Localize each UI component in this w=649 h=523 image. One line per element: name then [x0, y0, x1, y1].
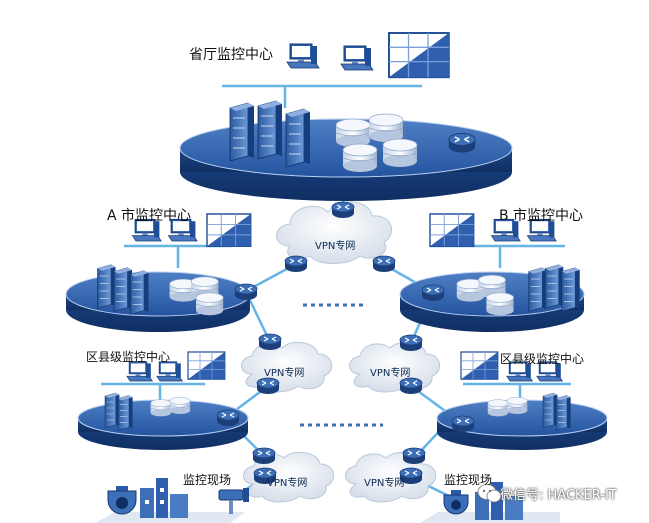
link-county-a-monitors — [101, 382, 205, 402]
bullet-camera-icon — [218, 488, 249, 514]
vpn-cloud-label-top: VPN专网 — [315, 241, 356, 252]
vpn-cloud-icon — [243, 451, 335, 503]
router-icon — [399, 334, 423, 352]
video-wall-icon — [429, 213, 475, 248]
router-icon — [284, 255, 308, 273]
router-icon — [421, 284, 445, 302]
router-icon — [258, 333, 282, 351]
province-monitors — [286, 32, 450, 79]
site-left — [95, 478, 249, 523]
city-b-center-label: B 市监控中心 — [499, 208, 584, 224]
city-a-center-label: A 市监控中心 — [107, 208, 192, 224]
county-right-label: 区县级监控中心 — [500, 352, 585, 366]
watermark-text: 微信号: HACKER-IT — [500, 488, 617, 503]
link-city-a-monitors — [124, 244, 232, 268]
county-right-platform — [436, 392, 608, 450]
router-icon — [252, 447, 276, 465]
site-right-label: 监控现场 — [444, 473, 493, 487]
site-left-label: 监控现场 — [183, 473, 232, 487]
router-icon — [372, 255, 396, 273]
vpn-cloud-label-mid-right: VPN专网 — [370, 368, 411, 379]
workstation-icon — [286, 43, 320, 69]
router-icon — [331, 201, 355, 219]
province-center-label: 省厅监控中心 — [189, 47, 273, 63]
vpn-cloud-label-bottom-left: VPN专网 — [267, 478, 308, 489]
video-wall-icon — [187, 351, 226, 380]
vpn-cloud-label-mid-left: VPN专网 — [264, 368, 305, 379]
wechat-logo-icon — [477, 484, 502, 503]
dome-camera-icon — [107, 486, 137, 515]
server-rack-icon — [542, 392, 571, 431]
server-rack-icon — [104, 392, 133, 431]
router-icon — [256, 377, 280, 395]
video-wall-icon — [388, 32, 450, 79]
router-icon — [216, 409, 240, 427]
router-icon — [234, 283, 258, 301]
dome-camera-icon — [443, 490, 469, 515]
router-icon — [402, 447, 426, 465]
link-city-b-monitors — [430, 244, 565, 268]
city-a-platform — [65, 264, 258, 332]
server-rack-icon — [528, 264, 581, 312]
storage-cylinder-icon — [150, 396, 191, 417]
province-platform — [179, 100, 513, 201]
router-icon — [399, 377, 423, 395]
vpn-cloud-label-bottom-right: VPN专网 — [364, 478, 405, 489]
video-wall-icon — [460, 351, 499, 380]
router-icon — [451, 415, 475, 433]
vpn-cloud-icon — [345, 451, 437, 503]
router-icon — [448, 132, 476, 154]
county-left-label: 区县级监控中心 — [86, 350, 171, 364]
video-wall-icon — [206, 213, 252, 248]
storage-cylinder-icon — [487, 396, 528, 417]
city-b-platform — [399, 264, 585, 332]
link-province-monitors — [222, 84, 422, 108]
county-left-platform — [77, 392, 249, 450]
dotted-links — [300, 303, 383, 427]
vpn-cloud-icon — [276, 201, 393, 264]
workstation-icon — [340, 45, 374, 71]
